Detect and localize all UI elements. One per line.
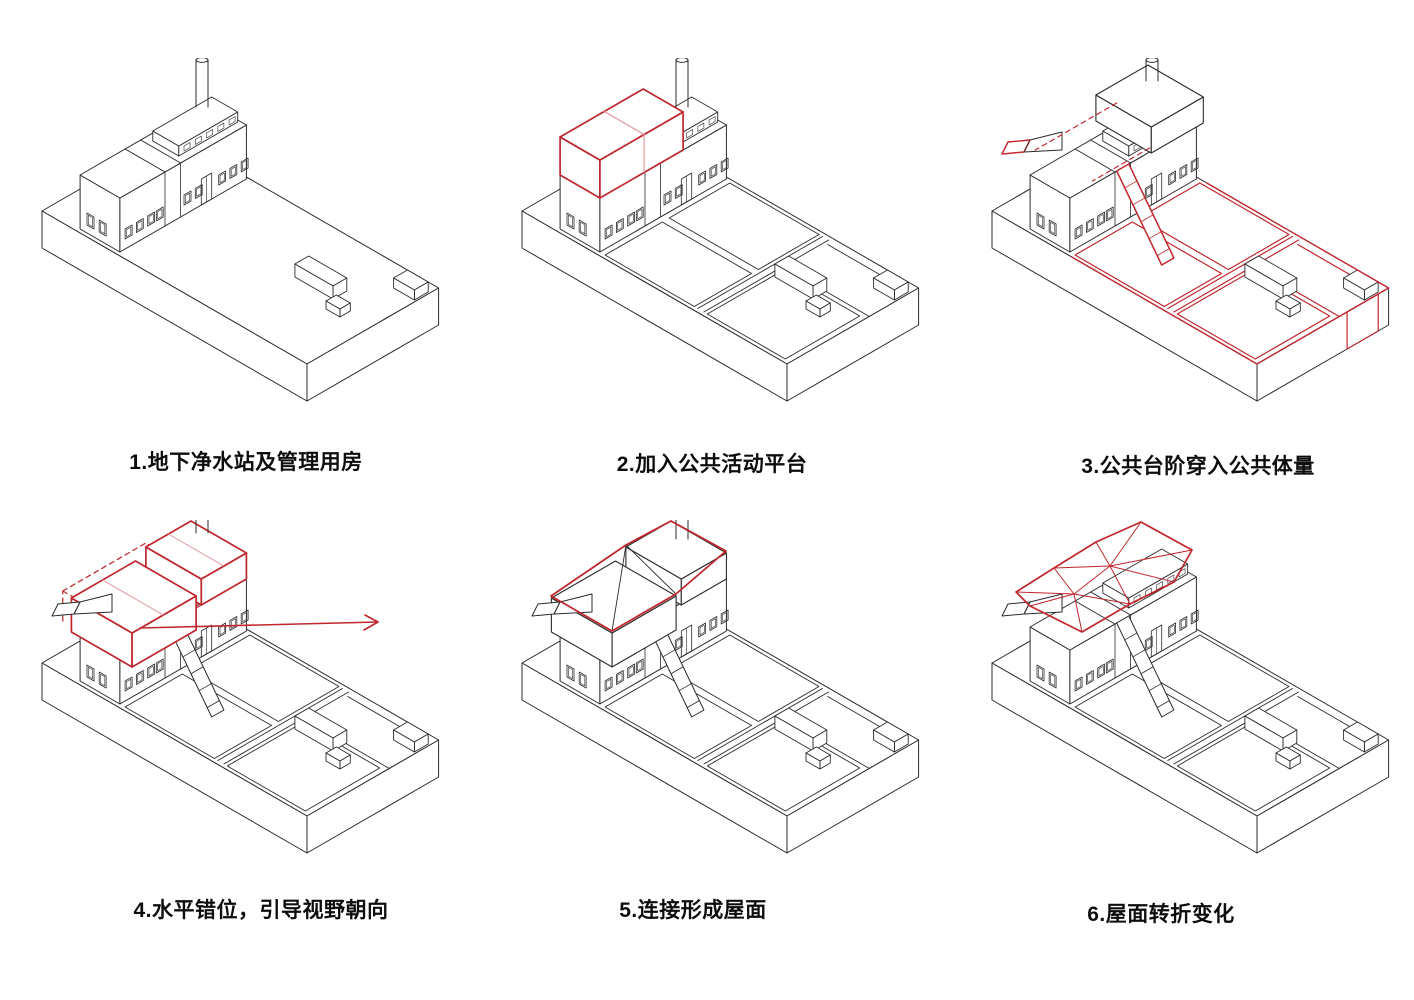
isometric-drawing-step-5 [521,520,920,854]
caption-step-4: 4.水平错位，引导视野朝向 [133,899,389,922]
caption-step-3: 3.公共台阶穿入公共体量 [1081,455,1315,478]
diagram-step-6 [970,520,1414,917]
diagram-step-2 [500,58,960,455]
caption-step-2: 2.加入公共活动平台 [616,453,808,476]
isometric-drawing-step-2 [521,58,920,402]
isometric-drawing-step-4 [41,520,440,854]
diagram-step-1 [20,58,480,455]
caption-step-5: 5.连接形成屋面 [619,899,767,922]
isometric-drawing-step-3 [991,58,1390,402]
isometric-drawing-step-1 [41,58,440,402]
caption-step-1: 1.地下净水站及管理用房 [129,451,363,474]
diagram-step-4 [20,520,480,917]
diagram-step-5 [500,520,960,917]
isometric-drawing-step-6 [991,521,1390,854]
diagram-step-3 [970,58,1414,455]
caption-step-6: 6.屋面转折变化 [1087,903,1235,926]
